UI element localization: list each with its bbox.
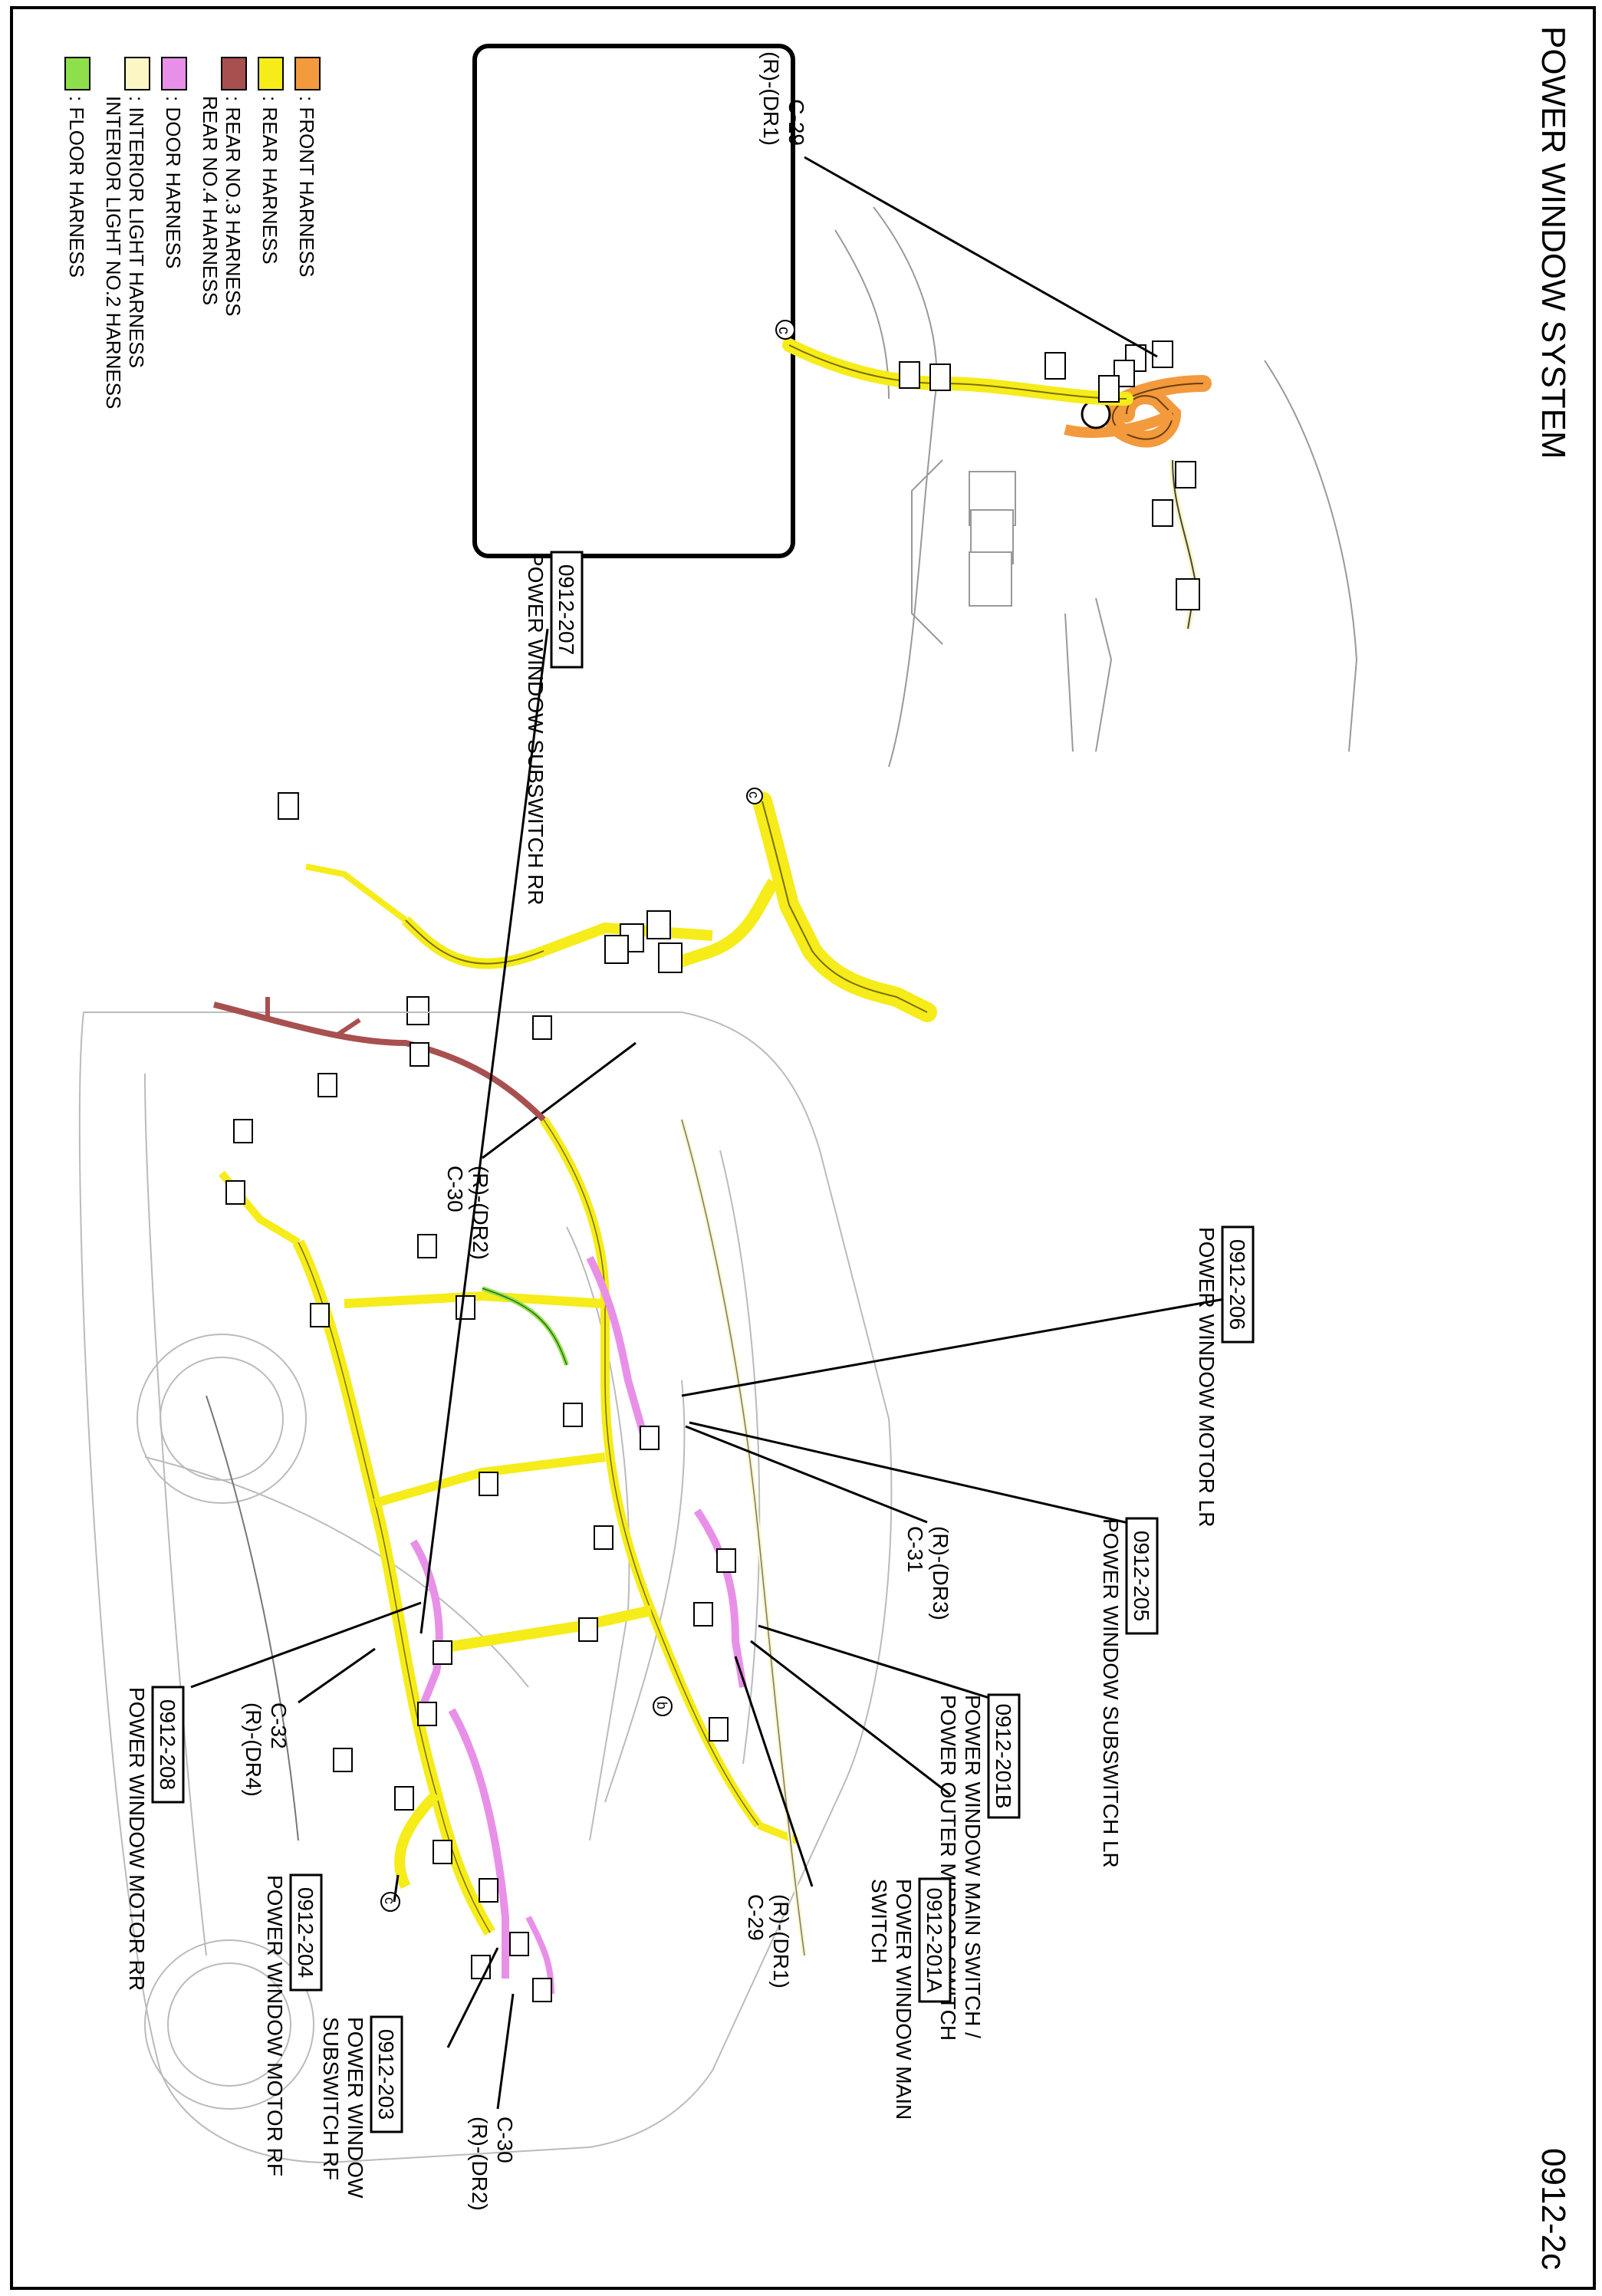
c32-code: C-32 [267, 1702, 291, 1749]
c29-top-code: C-29 [785, 99, 808, 146]
rear-harness-main [219, 1117, 798, 1936]
legend-swatch-rear-no3 [221, 57, 247, 90]
ref-0912-205-code: 0912-205 [1130, 1531, 1153, 1621]
legend-label-rear: : REAR HARNESS [258, 96, 281, 265]
legend-label-interior-light-2: INTERIOR LIGHT NO.2 HARNESS [102, 96, 125, 409]
marker-c-middle: c [746, 791, 762, 798]
ref-0912-204-label: POWER WINDOW MOTOR RF [263, 1875, 287, 2176]
ref-0912-203-line1: POWER WINDOW [344, 2017, 367, 2199]
ref-0912-207-code: 0912-207 [554, 564, 578, 655]
page-frame [10, 6, 1596, 2290]
c32-sub: (R)-(DR4) [242, 1702, 265, 1797]
ref-0912-201B-line1: POWER WINDOW MAIN SWITCH / [961, 1695, 985, 2038]
c31-sub: (R)-(DR3) [929, 1526, 952, 1620]
callout-c30-bottom: C-30 (R)-(DR2) [468, 2117, 517, 2211]
legend-swatch-front [294, 57, 321, 90]
ref-0912-206-code: 0912-206 [1225, 1239, 1249, 1330]
marker-b: b [654, 1702, 669, 1709]
ref-0912-207-label: POWER WINDOW SUBSWITCH RR [524, 552, 548, 905]
ref-0912-201A-line2: SWITCH [867, 1879, 891, 1963]
c30-top-code: C-30 [443, 1166, 467, 1212]
legend-swatch-rear [258, 57, 284, 90]
vehicle-connectors: b c [225, 1015, 736, 2002]
ref-0912-208-code: 0912-208 [156, 1699, 179, 1790]
rear-harness-detail: c [278, 788, 937, 1025]
page-title: POWER WINDOW SYSTEM [1535, 26, 1572, 459]
ref-0912-205-label: POWER WINDOW SUBSWITCH LR [1099, 1518, 1123, 1868]
ref-0912-206: 0912-206 POWER WINDOW MOTOR LR [1195, 1225, 1255, 1527]
legend-box [472, 44, 795, 558]
callout-c29-top: C-29 (R)-(DR1) [759, 51, 1158, 358]
interior-light-harness [206, 1119, 807, 1956]
c31-code: C-31 [903, 1526, 927, 1573]
ref-0912-208: 0912-208 POWER WINDOW MOTOR RR [125, 1686, 185, 1991]
c30-top-sub: (R)-(DR2) [469, 1166, 492, 1260]
ref-0912-208-label: POWER WINDOW MOTOR RR [125, 1687, 149, 1991]
legend: : FRONT HARNESS : REAR HARNESS : REAR NO… [64, 44, 795, 558]
legend-label-door: : DOOR HARNESS [162, 96, 185, 268]
rear-no3-harness [213, 1002, 546, 1122]
ref-0912-204: 0912-204 POWER WINDOW MOTOR RF [263, 1873, 323, 2176]
vehicle-body [78, 1011, 893, 2164]
leader-lines [190, 628, 1242, 2110]
ref-0912-205: 0912-205 POWER WINDOW SUBSWITCH LR [1099, 1517, 1159, 1868]
c29-bottom-code: C-29 [744, 1894, 768, 1941]
ref-0912-203: 0912-203 POWER WINDOW SUBSWITCH RF [319, 2015, 403, 2199]
callout-c31: (R)-(DR3) C-31 [903, 1526, 952, 1620]
legend-swatch-door [161, 57, 187, 90]
ref-0912-203-code: 0912-203 [374, 2029, 398, 2120]
legend-label-interior-light: : INTERIOR LIGHT HARNESS [125, 96, 148, 368]
legend-swatch-interior-light [124, 57, 150, 90]
callout-c29-bottom: (R)-(DR1) C-29 [744, 1894, 793, 1988]
legend-label-front: : FRONT HARNESS [295, 96, 318, 277]
dashboard-detail: c [775, 206, 1358, 768]
ref-0912-206-label: POWER WINDOW MOTOR LR [1195, 1227, 1219, 1527]
callout-c32: C-32 (R)-(DR4) [242, 1702, 291, 1797]
ref-0912-203-line2: SUBSWITCH RF [319, 2017, 343, 2180]
legend-label-rear-no4: REAR NO.4 HARNESS [199, 96, 222, 305]
marker-c-bottom: c [382, 1897, 397, 1904]
legend-label-rear-no3: : REAR NO.3 HARNESS [222, 96, 245, 317]
ref-0912-207: 0912-207 POWER WINDOW SUBSWITCH RR [524, 551, 584, 905]
c30-bottom-sub: (R)-(DR2) [468, 2117, 492, 2211]
legend-swatch-floor [64, 57, 90, 90]
c29-top-sub: (R)-(DR1) [759, 51, 783, 146]
c29-bottom-sub: (R)-(DR1) [769, 1894, 793, 1988]
ref-0912-201A: 0912-201A POWER WINDOW MAIN SWITCH [867, 1877, 952, 2120]
legend-label-floor: : FLOOR HARNESS [65, 96, 88, 278]
callout-c30-top: (R)-(DR2) C-30 [443, 1041, 637, 1260]
marker-c-top: c [775, 327, 792, 334]
page-code: 0912-2c [1535, 2148, 1572, 2270]
ref-0912-201A-line1: POWER WINDOW MAIN [892, 1879, 916, 2120]
ref-0912-204-code: 0912-204 [294, 1887, 317, 1978]
c30-bottom-code: C-30 [493, 2117, 517, 2163]
ref-0912-201A-code: 0912-201A [923, 1887, 946, 1992]
ref-0912-201B-code: 0912-201B [992, 1703, 1015, 1808]
